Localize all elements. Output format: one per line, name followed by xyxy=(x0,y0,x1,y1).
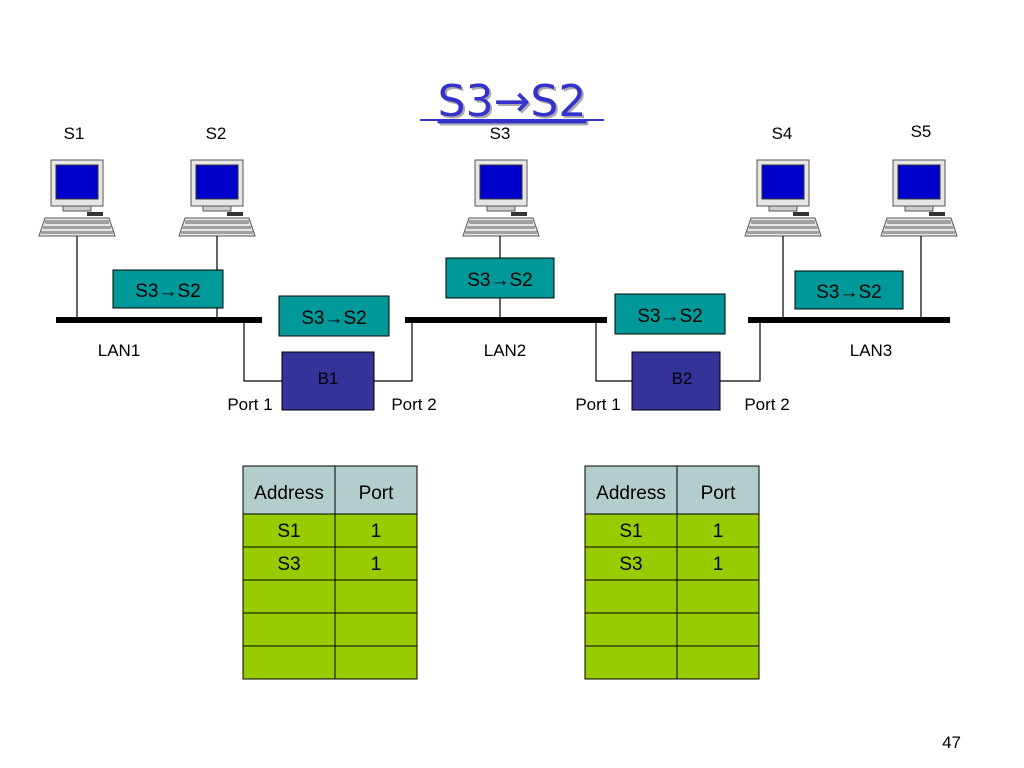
table-cell: 1 xyxy=(713,521,724,542)
lan2-bus xyxy=(405,317,607,323)
bridge-b2 xyxy=(631,351,721,411)
table-cell: 1 xyxy=(713,554,724,575)
frame-box-5 xyxy=(794,270,904,310)
b2-port2-label: Port 2 xyxy=(744,395,789,414)
b2-port2-link xyxy=(720,320,761,382)
frame-label-1: S3→S2 xyxy=(135,281,200,302)
frame-label-5: S3→S2 xyxy=(816,282,881,303)
bridge-label-b2: B2 xyxy=(672,369,693,388)
table-header-cell: Port xyxy=(701,483,737,504)
table-cell: S3 xyxy=(277,554,300,575)
frame-box-4 xyxy=(614,293,726,335)
frame-label-4: S3→S2 xyxy=(637,306,702,327)
lan-label-2: LAN2 xyxy=(484,341,527,360)
b1-port2-label: Port 2 xyxy=(391,395,436,414)
table-body-bg xyxy=(242,513,418,680)
host-label-s3: S3 xyxy=(490,124,511,143)
computer-icon-s2 xyxy=(178,159,256,237)
bridge-label-b1: B1 xyxy=(318,369,339,388)
lan-label-1: LAN1 xyxy=(98,341,141,360)
table-cell: S3 xyxy=(619,554,642,575)
b1-port1-label: Port 1 xyxy=(227,395,272,414)
b1-port1-link xyxy=(243,320,282,382)
table-cell: 1 xyxy=(371,554,382,575)
page-number: 47 xyxy=(942,733,961,752)
page-title: S3→S2 xyxy=(438,76,587,127)
frame-label-2: S3→S2 xyxy=(301,308,366,329)
table-header-cell: Port xyxy=(359,483,395,504)
computer-icon-s4 xyxy=(744,159,822,237)
frame-box-2 xyxy=(278,295,390,337)
host-label-s1: S1 xyxy=(64,124,85,143)
computer-icon-s1 xyxy=(38,159,116,237)
table-header-bg xyxy=(584,465,760,515)
computer-icon-s5 xyxy=(880,159,958,237)
computer-icon-s3 xyxy=(462,159,540,237)
host-label-s4: S4 xyxy=(772,124,793,143)
lan-label-3: LAN3 xyxy=(850,341,893,360)
frame-box-3 xyxy=(445,257,555,299)
table-body-bg xyxy=(584,513,760,680)
bridge-b1 xyxy=(281,351,375,411)
b2-port1-label: Port 1 xyxy=(575,395,620,414)
frame-box-1 xyxy=(112,269,224,309)
host-label-s5: S5 xyxy=(911,122,932,141)
table-cell: 1 xyxy=(371,521,382,542)
table-cell: S1 xyxy=(277,521,300,542)
lan3-bus xyxy=(748,317,950,323)
b2-port1-link xyxy=(595,320,632,382)
table-cell: S1 xyxy=(619,521,642,542)
lan1-bus xyxy=(56,317,262,323)
frame-label-3: S3→S2 xyxy=(467,270,532,291)
table-header-bg xyxy=(242,465,418,515)
host-label-s2: S2 xyxy=(206,124,227,143)
table-header-cell: Address xyxy=(254,483,324,504)
b1-port2-link xyxy=(374,320,413,382)
table-header-cell: Address xyxy=(596,483,666,504)
